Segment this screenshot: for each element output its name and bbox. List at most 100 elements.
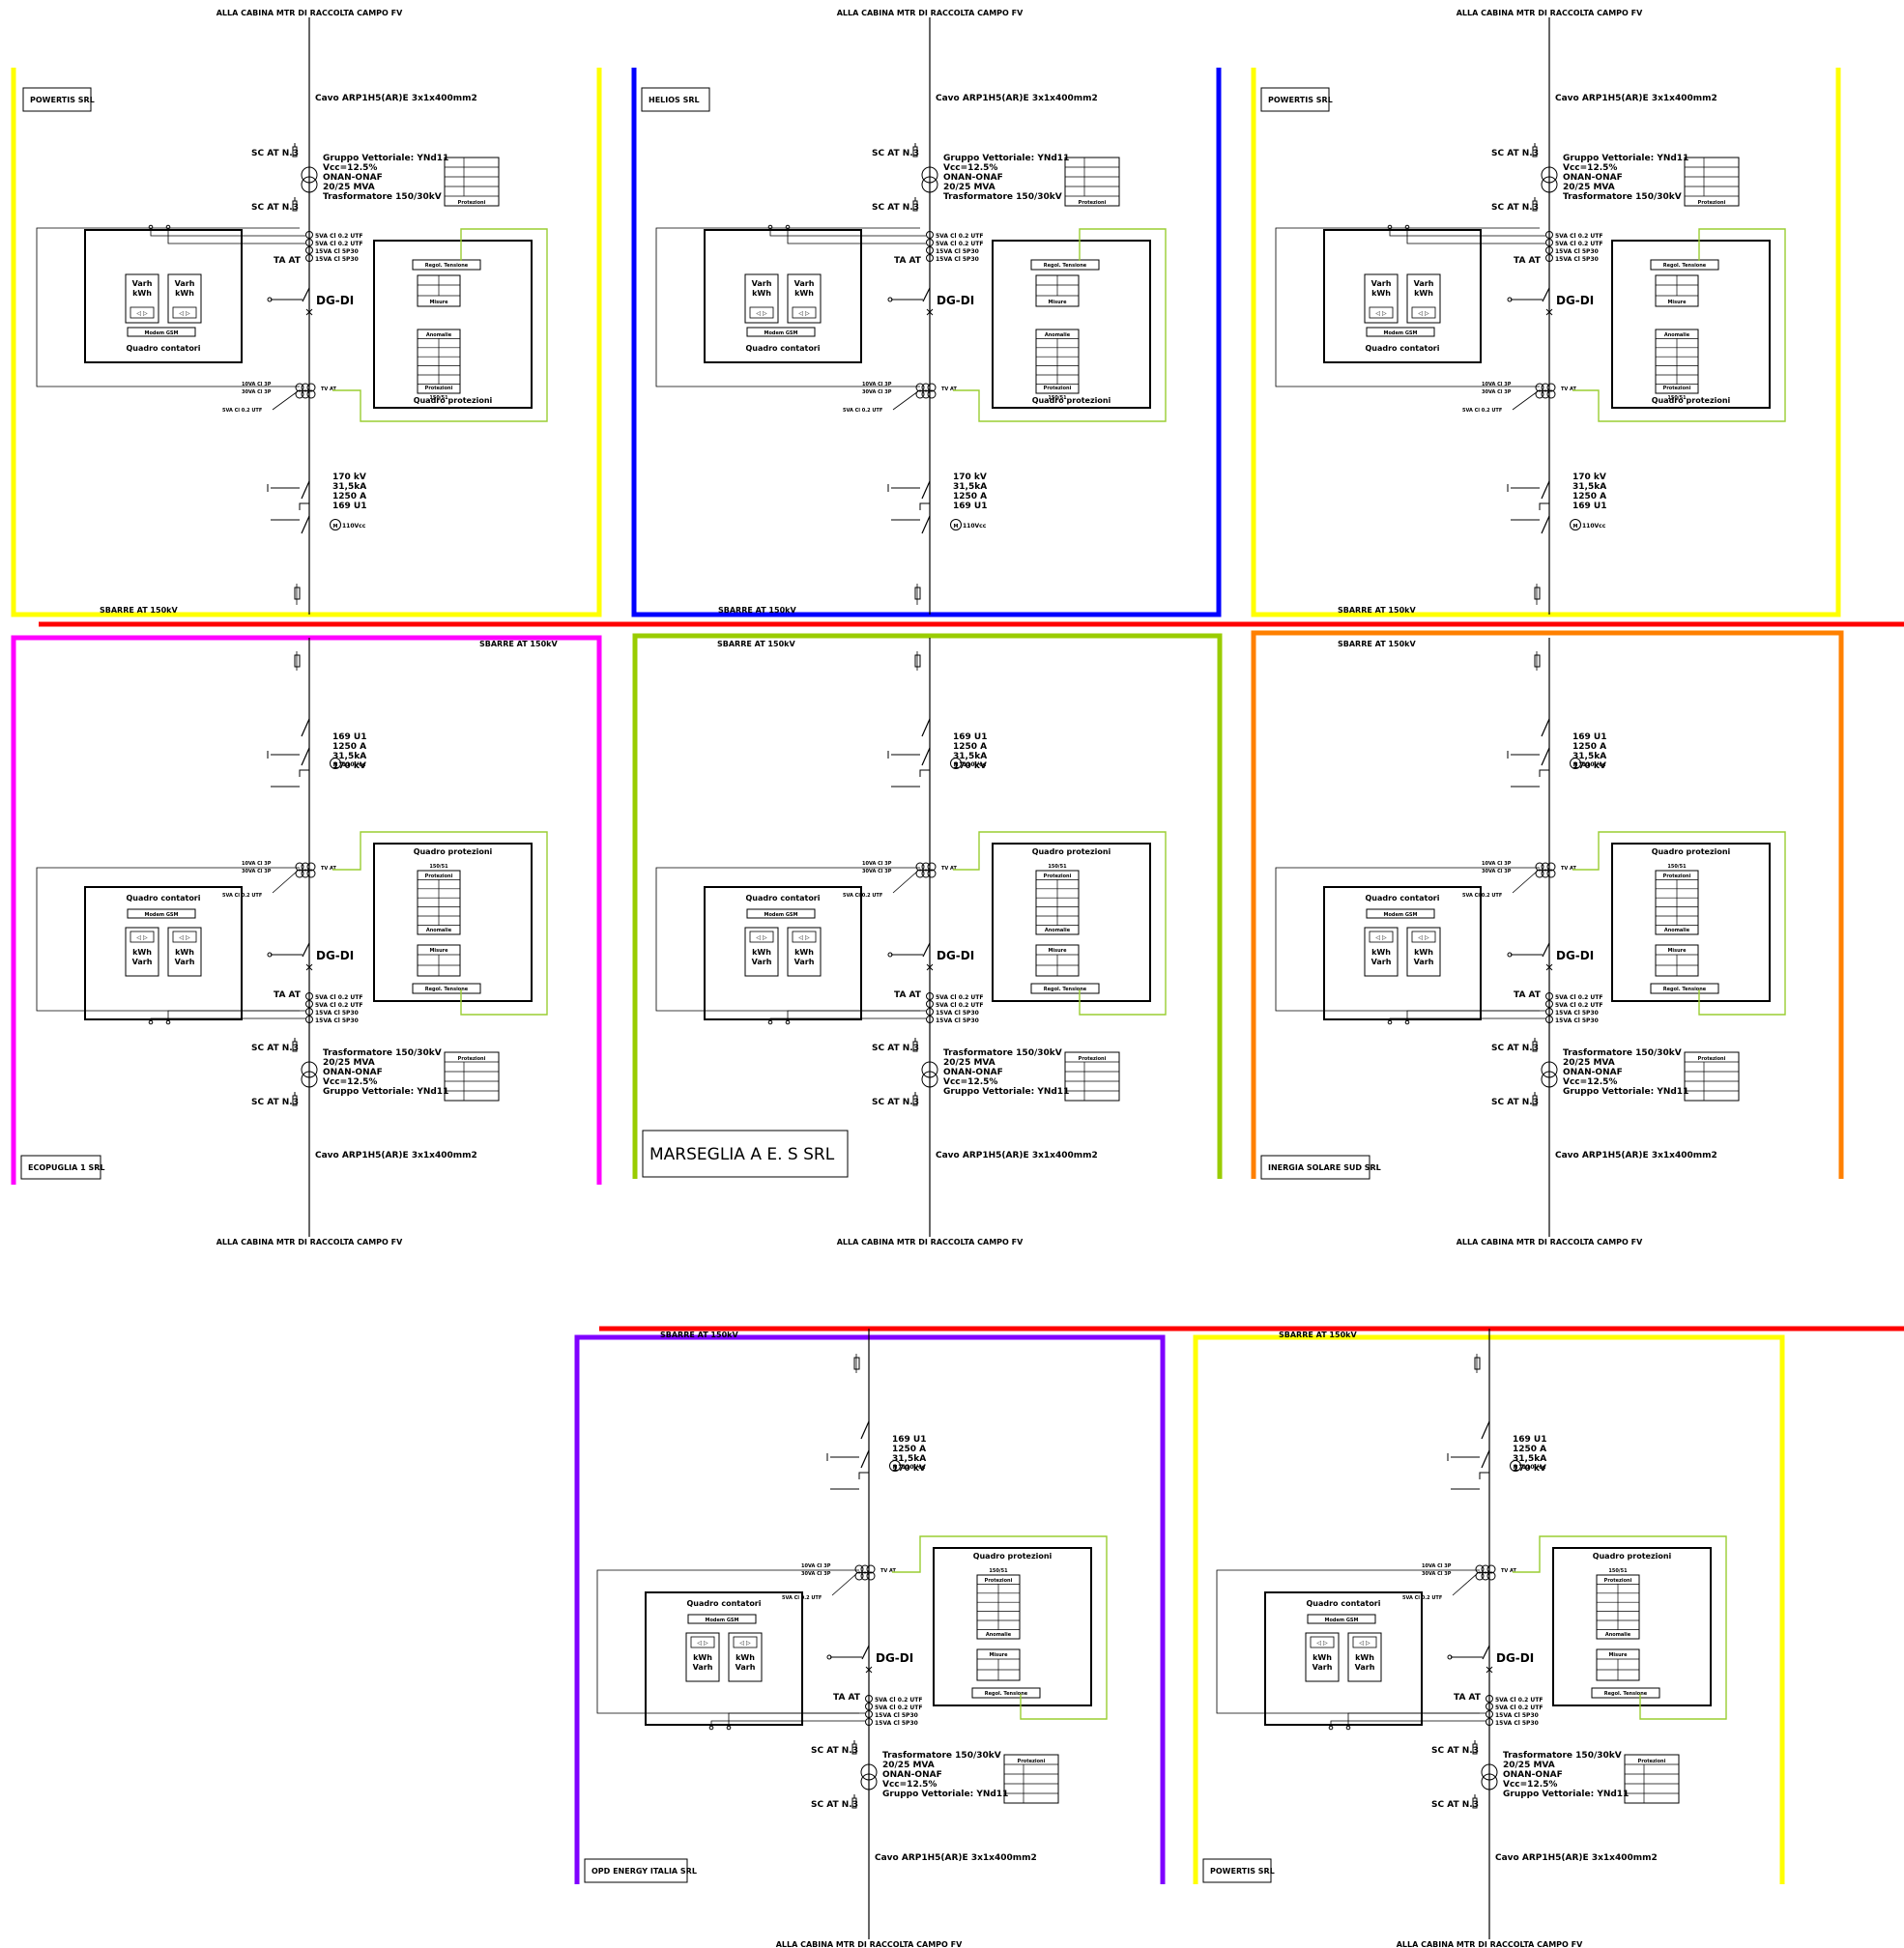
voltage-regulator-label: Regol. Tensione (425, 263, 469, 269)
transformer-winding (1541, 1061, 1558, 1078)
frame-opd-energy (574, 1334, 1166, 1884)
meter-label: Varh (736, 1663, 756, 1672)
vt-label: TV AT (1501, 1568, 1517, 1574)
surge-arrester-label: SC AT N.3 (1491, 149, 1539, 158)
anomalies-title: Anomalie (426, 928, 452, 933)
vt-label: 30VA Cl 3P (862, 869, 892, 874)
vt-coil (1535, 862, 1544, 872)
vt-coil (866, 1564, 876, 1574)
ct-label: 5VA Cl 0.2 UTF (936, 1002, 983, 1009)
vt-coil (921, 862, 931, 872)
vt-coil (1546, 869, 1556, 878)
meter-panel (1264, 1591, 1423, 1726)
breaker-mark (305, 308, 313, 316)
gsm-modem-label: Modem GSM (764, 330, 797, 336)
vt-coil (860, 1564, 870, 1574)
breaker-blade (922, 942, 931, 958)
motor-symbol (950, 758, 962, 769)
measures-title: Misure (989, 1652, 1008, 1658)
transformer-winding (301, 166, 318, 184)
company-box (20, 1155, 101, 1180)
switchgear-rating: 31,5kA (892, 1454, 926, 1464)
meter-display (172, 931, 197, 943)
table-title: Protezioni (1018, 1759, 1046, 1764)
motor-voltage: 110Vcc (1522, 1464, 1546, 1471)
vt-coil (915, 383, 925, 392)
feeder-bay: ALLA CABINA MTR DI RACCOLTA CAMPO FVSBAR… (1260, 638, 1786, 1246)
protections-title: Protezioni (425, 874, 453, 879)
meter-panel (704, 229, 862, 363)
motor-voltage: 110Vcc (1582, 523, 1606, 530)
motor-letter: M (954, 762, 959, 768)
vt-label: 30VA Cl 3P (801, 1571, 831, 1577)
energy-meter (728, 1632, 763, 1682)
transformer-label: Vcc=12.5% (1503, 1780, 1557, 1790)
transformer-label: Trasformatore 150/30kV (323, 192, 442, 202)
transformer-label: ONAN-ONAF (882, 1770, 942, 1780)
vt-label: 30VA Cl 3P (1422, 1571, 1452, 1577)
feeder-bay: ALLA CABINA MTR DI RACCOLTA CAMPO FVSBAR… (1202, 1329, 1727, 1948)
switchgear-rating: 1250 A (332, 492, 366, 501)
disconnector-blade (301, 718, 310, 737)
ct-label: 15VA Cl 5P30 (1555, 256, 1599, 263)
meter-panel (84, 886, 243, 1020)
energy-meter (167, 273, 202, 324)
ct-label: 15VA Cl 5P30 (875, 1712, 918, 1719)
vt-coil (927, 862, 937, 872)
gsm-modem-label: Modem GSM (764, 912, 797, 918)
vt-lead (892, 390, 919, 411)
signal-wiring (1572, 831, 1786, 1016)
earth-lead (299, 769, 309, 777)
motor-letter: M (333, 762, 338, 768)
switchgear-rating: 170 kV (953, 761, 987, 771)
cabina-label: ALLA CABINA MTR DI RACCOLTA CAMPO FV (1457, 9, 1643, 17)
meter-arrows: ◁ ▷ (1418, 310, 1429, 317)
transformer-protection-table (1684, 1051, 1740, 1102)
vt-coil (921, 383, 931, 392)
switchgear-rating: 1250 A (1572, 742, 1606, 752)
switchgear-rating: 31,5kA (332, 752, 366, 761)
vt-lead (1452, 1572, 1479, 1596)
transformer-label: 20/25 MVA (1563, 1058, 1615, 1068)
vt-label: TV AT (1561, 866, 1577, 872)
vt-label: 5VA Cl 0.2 UTF (1462, 408, 1502, 414)
transformer-winding (1541, 166, 1558, 184)
meter-panel-title: Quadro contatori (1365, 344, 1439, 353)
meter-wiring (787, 1010, 926, 1019)
breaker-mark (926, 308, 934, 316)
meter-wiring (150, 230, 305, 237)
company-name: POWERTIS SRL (30, 96, 95, 104)
transformer-label: Vcc=12.5% (323, 1077, 377, 1087)
anomalies-title: Anomalie (426, 332, 452, 338)
transformer-label: Gruppo Vettoriale: YNd11 (323, 1087, 448, 1097)
ct-coil (926, 1000, 934, 1008)
gsm-modem-label: Modem GSM (705, 1618, 738, 1623)
breaker-mark (305, 963, 313, 971)
measures-title: Misure (1608, 1652, 1628, 1658)
meter-arrows: ◁ ▷ (179, 934, 190, 941)
meter-wiring (150, 1017, 305, 1019)
meter-wiring (787, 230, 926, 244)
frame-helios (631, 68, 1222, 617)
transformer-protection-table (1003, 1754, 1059, 1804)
meter-arrows: ◁ ▷ (136, 310, 148, 317)
cable-label: Cavo ARP1H5(AR)E 3x1x400mm2 (1495, 1853, 1658, 1863)
transformer-winding (1541, 1071, 1558, 1088)
disconnector-blade (301, 747, 310, 766)
transformer-protection-table (1064, 1051, 1120, 1102)
actuator-knob (267, 952, 273, 958)
disconnector-blade (1541, 480, 1550, 500)
motor-symbol (950, 519, 962, 530)
meter-display (1352, 1636, 1377, 1648)
breaker-blade (302, 942, 310, 958)
ct-label: 5VA Cl 0.2 UTF (936, 994, 983, 1001)
ct-coil (305, 239, 313, 246)
cable-label: Cavo ARP1H5(AR)E 3x1x400mm2 (875, 1853, 1037, 1863)
motor-symbol (1510, 1460, 1521, 1472)
meter-arrows: ◁ ▷ (1359, 1640, 1370, 1647)
meter-display (1411, 931, 1436, 943)
cabina-label: ALLA CABINA MTR DI RACCOLTA CAMPO FV (1397, 1940, 1583, 1948)
energy-meter (1347, 1632, 1382, 1682)
actuator-knob (887, 952, 893, 958)
